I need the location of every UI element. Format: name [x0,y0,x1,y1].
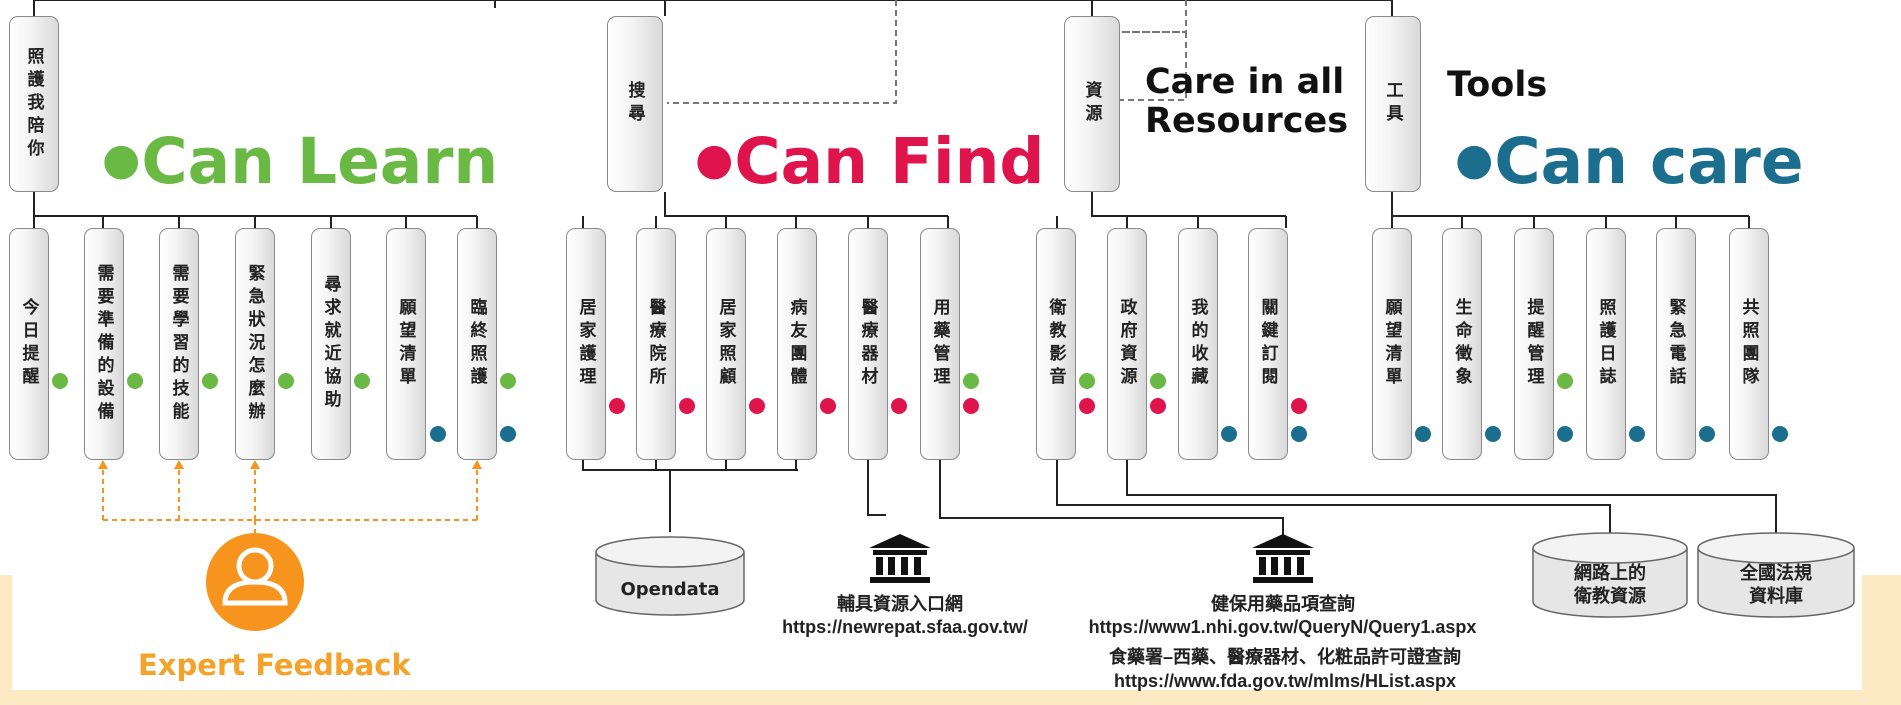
law-db-cylinder [1697,532,1855,618]
find-dot [609,398,625,414]
find-dot [1291,398,1307,414]
can-care-heading: ●Can care [1455,125,1804,198]
learn-dot [278,373,294,389]
fda-source-link[interactable]: https://www.fda.gov.tw/mlms/HList.aspx [1113,671,1457,691]
learn-node-skills[interactable]: 需要學習的技能 [159,228,199,460]
resource-node-my-favorites[interactable]: 我的收藏 [1178,228,1218,460]
assistive-source-name: 輔具資源入口網 [837,594,963,614]
web-edu-label: 網路上的衛教資源 [1574,563,1646,608]
learn-dot [354,373,370,389]
nhi-source-link[interactable]: https://www1.nhi.gov.tw/QueryN/Query1.as… [1088,617,1477,637]
right-background-strip [1862,575,1901,705]
resource-node-subscriptions[interactable]: 關鍵訂閱 [1248,228,1288,460]
tool-node-emergency-phone[interactable]: 緊急電話 [1656,228,1696,460]
care-dot [1772,426,1788,442]
law-db-label: 全國法規資料庫 [1740,563,1812,608]
tool-node-reminders[interactable]: 提醒管理 [1514,228,1554,460]
find-dot [963,398,979,414]
web-edu-cylinder [1532,532,1688,618]
nhi-source-name: 健保用藥品項查詢 [1211,594,1355,614]
tool-node-care-team[interactable]: 共照團隊 [1729,228,1769,460]
top-node-care-companion[interactable]: 照護我陪你 [9,16,59,192]
learn-node-end-of-life[interactable]: 臨終照護 [457,228,497,460]
resource-node-health-videos[interactable]: 衛教影音 [1036,228,1076,460]
find-dot [1150,398,1166,414]
learn-dot [1557,373,1573,389]
learn-dot [1150,373,1166,389]
left-background-strip [0,575,12,705]
learn-node-equipment[interactable]: 需要準備的設備 [84,228,124,460]
find-node-home-care[interactable]: 居家照顧 [706,228,746,460]
top-node-tools[interactable]: 工具 [1365,16,1421,192]
learn-node-today-reminder[interactable]: 今日提醒 [9,228,49,460]
learn-dot [127,373,143,389]
care-dot [1221,426,1237,442]
care-dot [1699,426,1715,442]
find-node-hospitals[interactable]: 醫療院所 [636,228,676,460]
find-dot [1079,398,1095,414]
tool-node-wish-list[interactable]: 願望清單 [1372,228,1412,460]
learn-node-nearby-help[interactable]: 尋求就近協助 [311,228,351,460]
can-find-heading: ●Can Find [695,125,1045,198]
bottom-background-strip [0,690,1901,705]
care-dot [430,426,446,442]
opendata-label: Opendata [620,579,720,600]
learn-dot [963,373,979,389]
tool-node-care-log[interactable]: 照護日誌 [1586,228,1626,460]
top-node-search[interactable]: 搜尋 [607,16,663,192]
care-dot [1415,426,1431,442]
find-node-medication[interactable]: 用藥管理 [920,228,960,460]
learn-dot [52,373,68,389]
top-node-resources[interactable]: 資源 [1064,16,1120,192]
find-dot [749,398,765,414]
learn-node-emergency[interactable]: 緊急狀況怎麼辦 [235,228,275,460]
find-dot [820,398,836,414]
can-learn-heading: ●Can Learn [102,125,499,198]
resource-node-gov-resources[interactable]: 政府資源 [1107,228,1147,460]
find-node-home-nursing[interactable]: 居家護理 [566,228,606,460]
find-node-patient-groups[interactable]: 病友團體 [777,228,817,460]
learn-node-wish-list[interactable]: 願望清單 [386,228,426,460]
opendata-cylinder [595,536,745,616]
expert-avatar-icon [206,533,304,631]
learn-dot [1079,373,1095,389]
expert-feedback-label: Expert Feedback [138,648,411,682]
assistive-source-link[interactable]: https://newrepat.sfaa.gov.tw/ [782,617,1028,637]
fda-source-name: 食藥署–西藥、醫療器材、化粧品許可證查詢 [1108,647,1461,667]
find-dot [679,398,695,414]
care-dot [1291,426,1307,442]
care-dot [1629,426,1645,442]
care-dot [1485,426,1501,442]
care-dot [1557,426,1573,442]
tools-heading: Tools [1447,65,1548,105]
learn-dot [500,373,516,389]
care-dot [500,426,516,442]
find-dot [891,398,907,414]
find-node-medical-devices[interactable]: 醫療器材 [848,228,888,460]
tool-node-vital-signs[interactable]: 生命徵象 [1442,228,1482,460]
government-building-icon [869,534,931,583]
government-building-icon [1252,534,1314,583]
learn-dot [202,373,218,389]
